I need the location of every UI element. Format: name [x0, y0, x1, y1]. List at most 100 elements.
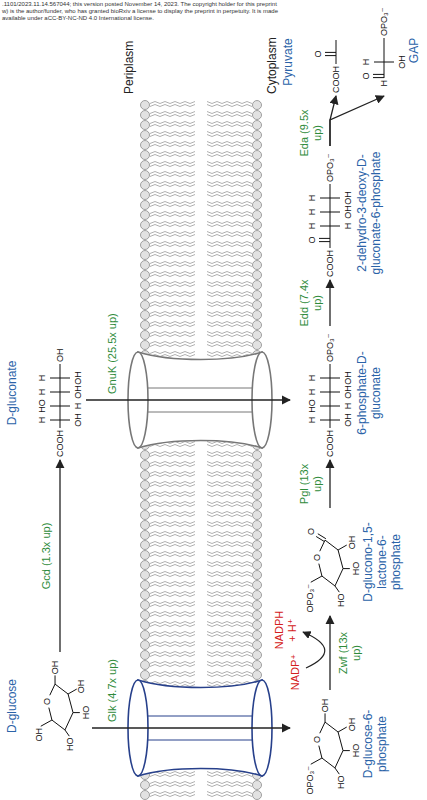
atom-label: H	[73, 403, 82, 410]
atom-label: OH	[77, 680, 86, 694]
structure-area: COOHHHOHHOHHOHOHOH	[20, 326, 86, 460]
enzyme-label: Edd (7.4x up)	[298, 277, 324, 329]
atom-label: COOH	[55, 430, 64, 457]
cofactor-label: NADP⁺	[289, 654, 302, 690]
header-area: .1101/2023.11.14.567044; this version po…	[0, 0, 427, 24]
atom-label: OH	[321, 699, 330, 713]
molecule-node: PyruvateCOOH O	[282, 28, 342, 96]
atom-label: HO	[352, 744, 361, 758]
bond-line	[325, 40, 336, 64]
enzyme-label: Zwf (13x up)	[337, 627, 363, 679]
molecule-node: D-glucose-6-phosphateOOPO₃⁻HOHOOHOH	[290, 690, 390, 798]
enzyme-label: Pgl (13x up)	[298, 458, 324, 510]
enzyme-label: Glk (4.7x up)	[106, 659, 119, 722]
preprint-notice: w) is the author/funder, who has granted…	[2, 8, 278, 15]
reaction-arrow	[329, 280, 330, 326]
atom-label: OPO₃⁻	[305, 766, 314, 794]
atom-label: OH	[344, 191, 353, 205]
bond-line	[311, 713, 350, 774]
cofactor-label: NADPH + H⁺	[273, 608, 299, 652]
atom-label: OPO₃⁻	[326, 154, 335, 182]
structure-area: COOHOHHHHOHOHOPO₃⁻	[290, 146, 356, 280]
preprint-notice: available under aCC-BY-NC-ND 4.0 Interna…	[2, 15, 154, 22]
molecule-name: 6-phosphate-D-gluconate	[356, 326, 384, 460]
atom-label: HO	[336, 593, 345, 607]
atom-label: HO	[37, 399, 46, 413]
atom-label: OH	[50, 661, 59, 675]
atom-label: H	[308, 417, 317, 424]
molecule-name: D-gluconate	[6, 326, 20, 460]
atom-label: OH	[344, 413, 353, 427]
atom-label: H	[308, 223, 317, 230]
structure-area: COOHHHOHHOHHOHOHOPO₃⁻	[290, 326, 356, 460]
bond-line	[320, 364, 340, 428]
reaction-arrow	[92, 727, 290, 728]
reaction-arrow	[330, 96, 384, 146]
enzyme-label: Eda (9.5x up)	[298, 107, 324, 159]
atom-label: OH	[398, 55, 407, 69]
atom-label: H	[37, 375, 46, 382]
bond-line	[373, 38, 394, 78]
atom-label: O	[42, 698, 51, 705]
atom-label: O	[306, 528, 315, 535]
structure-area: COOH O	[296, 28, 342, 96]
atom-label: HO	[81, 706, 90, 720]
atom-label: HO	[336, 775, 345, 789]
atom-label: H	[380, 80, 389, 87]
atom-label: OPO₃⁻	[326, 334, 335, 362]
molecule-name: 2-dehydro-3-deoxy-D-gluconate-6-phosphat…	[356, 146, 384, 280]
atom-label: O	[362, 72, 371, 79]
atom-label: OH	[73, 385, 82, 399]
atom-label: H	[37, 389, 46, 396]
molecule-node: 6-phosphate-D-gluconateCOOHHHOHHOHHOHOHO…	[290, 326, 384, 460]
structure-area: OOPO₃⁻HOHOOHOH	[290, 690, 362, 798]
bond-line	[50, 364, 70, 428]
atom-label: O	[308, 236, 317, 243]
atom-label: O	[313, 50, 322, 57]
molecule-node: 2-dehydro-3-deoxy-D-gluconate-6-phosphat…	[290, 146, 384, 280]
enzyme-label: Gcd (1.3x up)	[40, 523, 53, 590]
molecule-node: GAPOHHOHOPO₃⁻	[344, 5, 422, 96]
atom-label: OPO₃⁻	[380, 8, 389, 36]
reaction-arrow	[86, 399, 290, 400]
atom-label: OH	[344, 205, 353, 219]
molecule-node: D-gluconateCOOHHHOHHOHHOHOHOH	[6, 326, 86, 460]
structure-area: O OH HO HO OH OH	[20, 652, 92, 760]
atom-label: COOH	[326, 250, 335, 277]
atom-label: H	[308, 389, 317, 396]
atom-label: OPO₃⁻	[305, 584, 314, 612]
bond-line	[311, 534, 350, 592]
structure-area: OHHOHOPO₃⁻	[344, 5, 408, 96]
reaction-arrow	[329, 616, 330, 690]
atom-label: OH	[347, 536, 356, 550]
atom-label: COOH	[326, 430, 335, 457]
atom-label: HO	[352, 562, 361, 576]
preprint-notice: .1101/2023.11.14.567044; this version po…	[2, 1, 277, 8]
atom-label: O	[312, 554, 321, 561]
atom-label: OH	[73, 371, 82, 385]
molecule-name: Pyruvate	[282, 28, 296, 96]
atom-label: OH	[35, 728, 44, 742]
atom-label: COOH	[331, 66, 340, 93]
atom-label: OH	[347, 718, 356, 732]
reaction-arrow	[329, 460, 330, 508]
bond-line	[319, 184, 340, 248]
atom-label: HO	[308, 399, 317, 413]
atom-label: OH	[344, 385, 353, 399]
molecule-name: D-glucose	[6, 652, 20, 760]
atom-label: H	[344, 403, 353, 410]
molecule-name: D-glucono-1,5-lactone-6-phosphate	[362, 508, 403, 616]
atom-label: H	[308, 209, 317, 216]
enzyme-label: GnuK (25.5x up)	[106, 313, 119, 394]
atom-label: H	[362, 59, 371, 66]
molecule-name: D-glucose-6-phosphate	[362, 690, 390, 798]
reaction-arrow	[59, 460, 60, 652]
molecule-name: GAP	[408, 5, 422, 96]
atom-label: OH	[73, 413, 82, 427]
cofactor-arc	[303, 632, 325, 668]
atom-label: HO	[66, 737, 75, 751]
bond-line	[41, 675, 80, 736]
atom-label: H	[308, 195, 317, 202]
region-label: Periplasm	[122, 41, 136, 94]
